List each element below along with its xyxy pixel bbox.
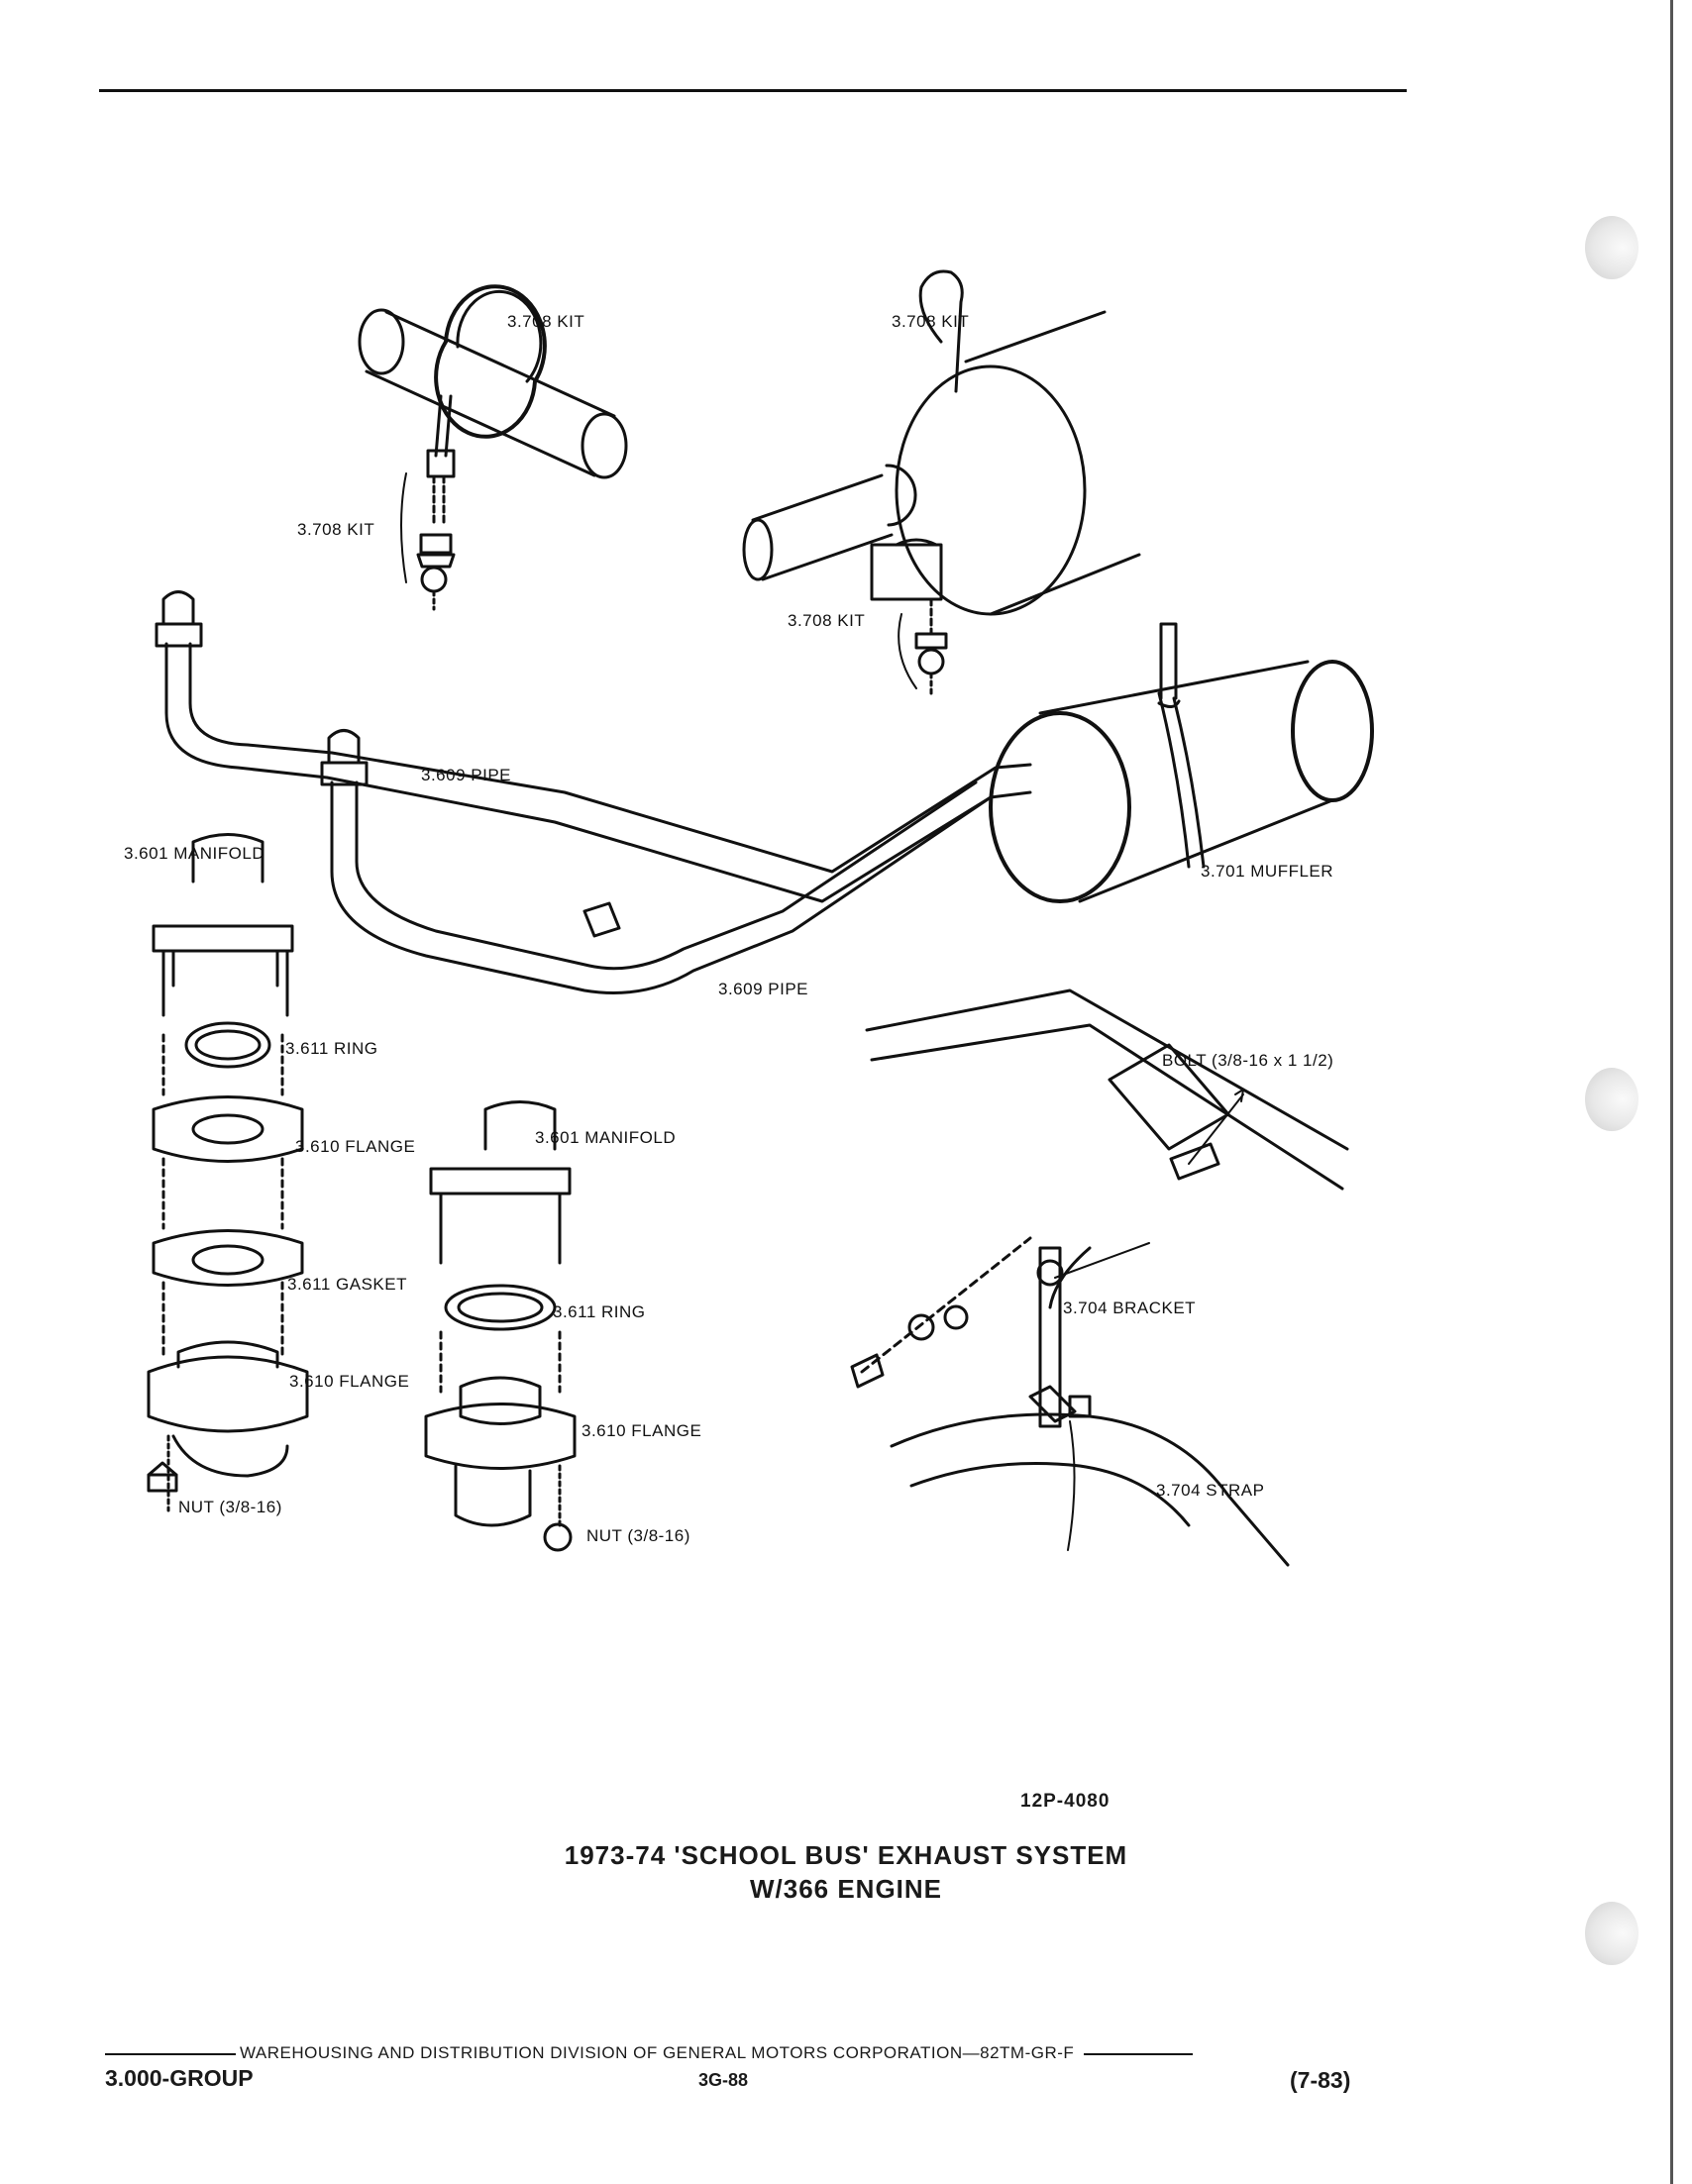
label-muffler: 3.701 MUFFLER (1201, 862, 1333, 881)
label-gasket-left: 3.611 GASKET (287, 1275, 407, 1294)
label-flange-center: 3.610 FLANGE (582, 1421, 701, 1440)
hanger-clamp-detail-right (742, 269, 1141, 695)
label-bracket: 3.704 BRACKET (1063, 1299, 1196, 1317)
label-pipe-lower: 3.609 PIPE (718, 980, 808, 998)
label-kit-top-left: 3.708 KIT (507, 312, 584, 331)
footer-division-line: WAREHOUSING AND DISTRIBUTION DIVISION OF… (105, 2043, 1365, 2063)
label-nut-center: NUT (3/8-16) (586, 1526, 690, 1545)
figure-reference: 12P-4080 (1020, 1791, 1110, 1812)
label-bolt: BOLT (3/8-16 x 1 1/2) (1162, 1051, 1333, 1070)
label-strap: 3.704 STRAP (1156, 1481, 1264, 1500)
label-manifold-left: 3.601 MANIFOLD (124, 844, 264, 863)
label-ring-left: 3.611 RING (285, 1039, 378, 1058)
manifold-stack-center (424, 1100, 577, 1552)
footer-rule-right (1084, 2052, 1194, 2055)
label-pipe-upper: 3.609 PIPE (421, 766, 511, 784)
muffler (989, 622, 1374, 903)
figure-subtitle: W/366 ENGINE (749, 1874, 943, 1904)
label-flange-left-lower: 3.610 FLANGE (289, 1372, 409, 1391)
label-manifold-center: 3.601 MANIFOLD (535, 1128, 676, 1147)
bracket-detail (850, 988, 1349, 1567)
page-edge (1670, 0, 1673, 2184)
binder-hole-bottom (1585, 1902, 1639, 1965)
label-kit-top-right: 3.708 KIT (892, 312, 969, 331)
exhaust-pipes (155, 590, 1032, 994)
figure-title: 1973-74 'SCHOOL BUS' EXHAUST SYSTEM (564, 1840, 1128, 1870)
footer-date: (7-83) (1290, 2067, 1351, 2093)
footer-group: 3.000-GROUP (105, 2065, 254, 2091)
label-nut-left: NUT (3/8-16) (178, 1498, 282, 1516)
footer-division: WAREHOUSING AND DISTRIBUTION DIVISION OF… (240, 2043, 1075, 2062)
label-flange-left-upper: 3.610 FLANGE (295, 1137, 415, 1156)
label-kit-left: 3.708 KIT (297, 520, 374, 539)
label-kit-bottom-right: 3.708 KIT (788, 611, 865, 630)
footer-page-number: 3G-88 (698, 2070, 749, 2090)
label-ring-center: 3.611 RING (553, 1302, 646, 1321)
top-rule (99, 89, 1407, 92)
footer-rule-left (105, 2052, 236, 2055)
binder-hole-top (1585, 216, 1639, 279)
hanger-clamp-detail-left (358, 284, 628, 611)
binder-hole-middle (1585, 1068, 1639, 1131)
manifold-stack-left (147, 833, 309, 1512)
